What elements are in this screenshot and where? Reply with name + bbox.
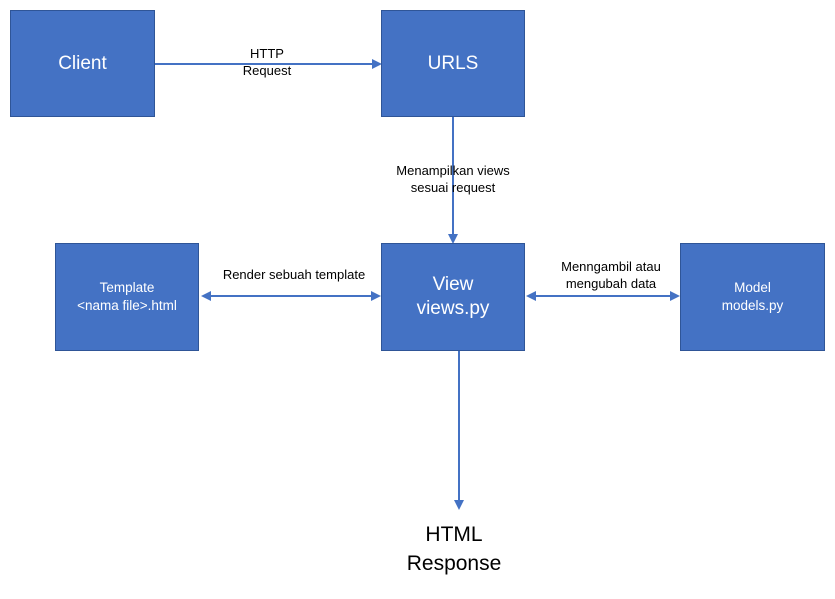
- template-box: Template <nama file>.html: [55, 243, 199, 351]
- http-request-line2: Request: [242, 62, 292, 78]
- html-response-line2: Response: [406, 552, 502, 576]
- client-label: Client: [58, 52, 107, 74]
- model-access-line1: Menngambil atau: [561, 259, 661, 274]
- show-views-label: Menampilkan views sesuai request: [370, 163, 536, 197]
- client-box: Client: [10, 10, 155, 117]
- show-views-line1: Menampilkan views: [396, 163, 510, 178]
- html-response-label: HTML Response: [379, 520, 529, 579]
- view-file-label: views.py: [416, 298, 490, 319]
- html-response-line1: HTML: [425, 523, 483, 546]
- http-request-label: HTTP Request: [212, 46, 322, 80]
- show-views-line2: sesuai request: [410, 179, 496, 195]
- model-access-label: Menngambil atau mengubah data: [538, 259, 684, 293]
- model-box: Model models.py: [680, 243, 825, 351]
- urls-label: URLS: [427, 52, 479, 74]
- render-template-line1: Render sebuah template: [222, 267, 366, 282]
- render-template-label: Render sebuah template: [205, 267, 383, 284]
- view-label: View: [432, 274, 474, 296]
- urls-box: URLS: [381, 10, 525, 117]
- model-label: Model: [734, 279, 771, 295]
- model-file-label: models.py: [721, 298, 784, 313]
- model-access-line2: mengubah data: [565, 275, 657, 291]
- template-file-label: <nama file>.html: [77, 298, 177, 313]
- template-label: Template: [99, 279, 155, 295]
- http-request-line1: HTTP: [250, 46, 284, 61]
- view-box: View views.py: [381, 243, 525, 351]
